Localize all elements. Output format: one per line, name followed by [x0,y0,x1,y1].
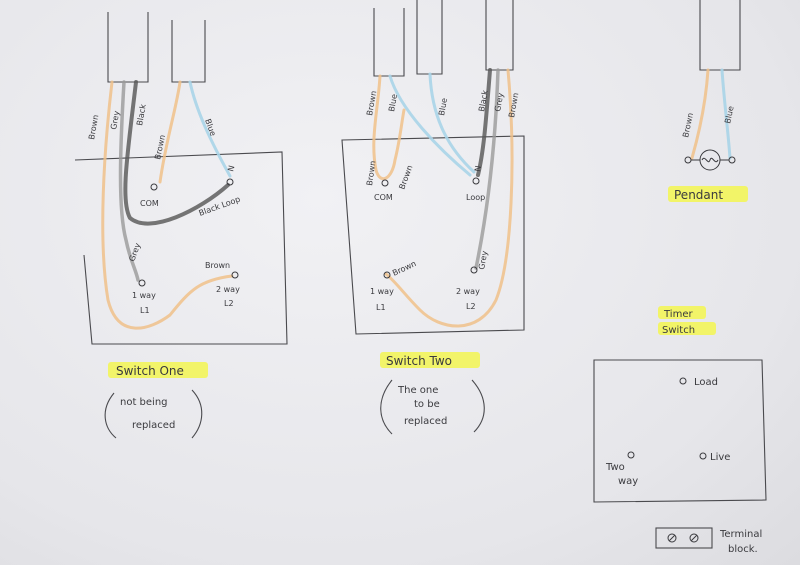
timer-two-label: Two [605,462,625,473]
terminal-block-label-1: Terminal [719,529,762,540]
s1-note-line1: not being [120,397,168,408]
s1-back-box [74,151,288,345]
s2-label-grey: Grey [493,92,505,113]
s2-cable-mid [416,0,443,75]
s1-brown-label: Brown [205,261,230,270]
s1-label-black: Black [135,103,148,126]
s1-cable-left [107,12,149,83]
s1-label-brown-1: Brown [87,114,100,140]
s2-cable-left [373,8,405,77]
s1-wire-grey [118,80,140,282]
s1-wire-brown-com [158,80,182,184]
s2-com-label: COM [374,193,393,202]
s2-back-box [341,135,525,335]
s2-label-brown-2: Brown [507,92,520,118]
pendant-wire-blue [720,68,732,160]
s1-label-grey: Grey [109,110,121,131]
s2-terminal-com [381,179,389,187]
s2-note-line1: The one [397,385,438,396]
pendant-cable [699,0,741,71]
pendant-label-brown: Brown [681,112,695,138]
s1-terminal-l1 [138,279,146,287]
s2-inner-brown-c: Brown [391,259,418,278]
pendant-terminal-left [684,156,692,164]
s1-terminal-n [226,178,234,186]
timer-title-line2: Switch [662,325,695,336]
terminal-block-label-2: block. [728,544,758,555]
s2-label-blue-2: Blue [437,97,449,116]
pendant-title-highlight [668,186,748,202]
s1-grey-label: Grey [127,242,142,263]
pendant-wire-brown [690,68,710,160]
terminal-block [655,527,713,549]
pendant-terminal-right [728,156,736,164]
s1-terminal-com [150,183,158,191]
screw-slot-1-icon [668,534,676,542]
timer-title-highlight-2 [658,322,716,335]
s2-l2-label: L2 [466,302,476,311]
s2-terminal-l2 [470,266,478,274]
s2-label-black: Black [477,89,490,112]
s1-terminal-l2 [231,271,239,279]
s1-note-line2: replaced [132,420,175,431]
s2-note-line3: replaced [404,416,447,427]
s2-1way-label: 1 way [370,287,394,296]
s1-com-label: COM [140,199,159,208]
screw-slot-2-icon [690,534,698,542]
lamp-filament-icon [701,157,719,163]
s2-2way-label: 2 way [456,287,480,296]
s1-l1-label: L1 [140,306,150,315]
s1-wire-brown-outer [101,80,234,330]
terminal-block-screw-1 [667,533,677,543]
s2-label-brown-1: Brown [365,90,378,116]
s2-wire-blue-2 [428,72,476,174]
s2-note-paren-left [380,379,393,435]
s1-l2-label: L2 [224,299,234,308]
timer-switch-box [593,359,767,503]
s1-title-highlight [108,362,208,378]
pendant-title: Pendant [674,188,723,202]
s1-wire-black [123,80,230,226]
s2-inner-grey: Grey [477,250,489,271]
s2-label-blue-1: Blue [387,93,399,112]
s2-title-highlight [380,352,480,368]
s1-2way-label: 2 way [216,285,240,294]
s2-loop-label: Loop [466,193,485,202]
s2-wire-blue-1 [388,74,472,177]
s1-title: Switch One [116,364,184,378]
s2-wire-black [476,68,492,177]
s2-wire-grey [474,68,500,270]
s1-note-paren-right [191,389,203,439]
s2-note-paren-right [471,379,485,433]
pendant-label-blue: Blue [723,105,736,124]
s1-note-paren-left [104,392,117,439]
timer-terminal-two-way [627,451,635,459]
s2-cable-right [485,0,514,71]
s2-n-label: N [473,165,483,172]
s1-loop-label: Black Loop [198,195,242,218]
s2-inner-brown-b: Brown [397,164,414,191]
terminal-block-screw-2 [689,533,699,543]
timer-terminal-live [699,452,707,460]
s1-wire-blue [188,80,232,178]
s1-n-label: N [226,164,236,172]
timer-load-label: Load [694,377,718,388]
s2-wire-brown-outer [384,68,514,328]
timer-title-highlight-1 [658,306,706,319]
s1-1way-label: 1 way [132,291,156,300]
timer-live-label: Live [710,452,730,463]
timer-terminal-load [679,377,687,385]
s2-note-line2: to be [414,399,440,410]
s1-cable-right [171,20,206,83]
s2-terminal-l1 [383,271,391,279]
s2-l1-label: L1 [376,303,386,312]
s2-terminal-n [472,177,480,185]
timer-title-line1: Timer [663,309,693,320]
s2-title: Switch Two [386,354,452,368]
s2-wire-brown-com [372,74,406,181]
timer-way-label: way [618,476,638,487]
s2-inner-brown-a: Brown [365,160,377,186]
